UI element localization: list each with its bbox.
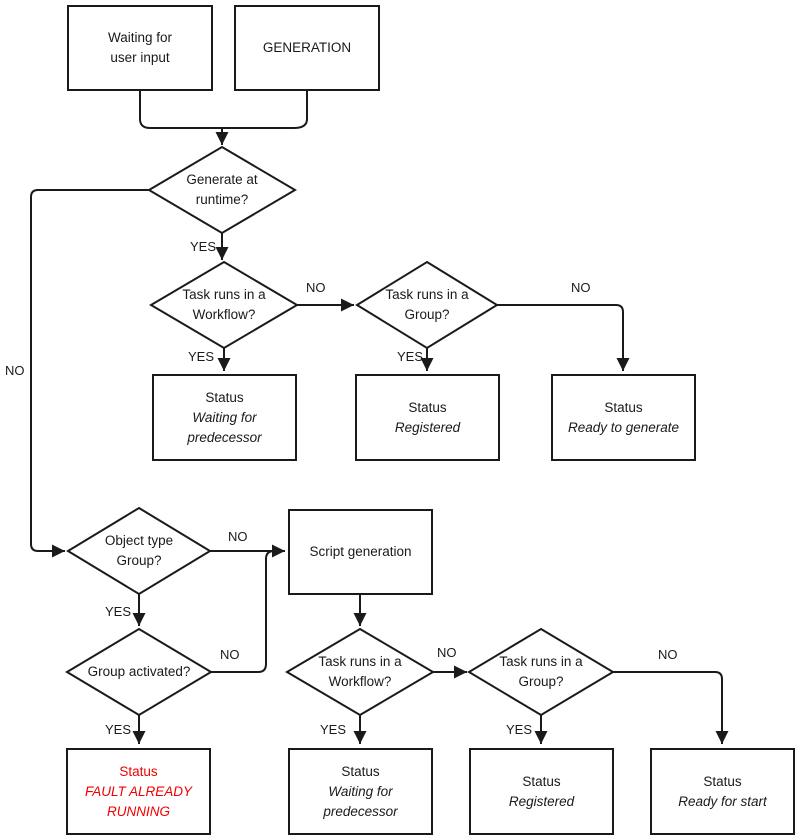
edge-label-groupactivated-yes: YES (105, 722, 132, 737)
diamond-task-runs-workflow-1 (149, 260, 299, 350)
label-task-runs-workflow-2: Task runs in a Workflow? (318, 654, 402, 689)
edge-runtime-no (30, 189, 149, 558)
status-value: predecessor (187, 429, 262, 445)
status-value: Registered (508, 793, 575, 809)
node-line: Waiting for (107, 30, 173, 45)
status-title: Status (703, 773, 742, 789)
edge-label-group2-yes: YES (506, 722, 533, 737)
label-group-activated: Group activated? (87, 664, 191, 679)
diamond-task-runs-group-1 (355, 260, 499, 350)
node-generation: GENERATION (234, 5, 380, 91)
diamond-generate-at-runtime (147, 145, 297, 235)
status-value: Registered (394, 419, 461, 435)
status-title: Status (341, 763, 380, 779)
edge-group2-no (613, 671, 729, 744)
status-title: Status (604, 399, 643, 415)
node-waiting-for-user-input: Waiting for user input (67, 5, 213, 91)
diamond-task-runs-group-2 (467, 627, 615, 717)
edge-label-objectgroup-no: NO (228, 529, 248, 544)
node-line: user input (110, 50, 170, 65)
node-line: Script generation (309, 544, 412, 559)
status-value: FAULT ALREADY (84, 783, 193, 799)
edge-label-workflow2-no: NO (437, 645, 457, 660)
node-status-fault-already-running: Status FAULT ALREADY RUNNING (66, 748, 211, 835)
label-object-type-group: Object type Group? (104, 533, 174, 568)
node-line: GENERATION (262, 40, 352, 55)
edge-label-workflow2-yes: YES (320, 722, 347, 737)
status-value: RUNNING (107, 803, 170, 819)
label-task-runs-workflow-1: Task runs in a Workflow? (182, 287, 266, 322)
diamond-object-type-group (66, 506, 212, 596)
status-title: Status (408, 399, 447, 415)
edge-label-groupactivated-no: NO (220, 647, 240, 662)
edge-label-runtime-yes: YES (190, 239, 217, 254)
node-status-registered-1: Status Registered (355, 374, 500, 461)
edge-start-merge (139, 91, 308, 129)
edge-label-workflow1-no: NO (306, 280, 326, 295)
status-value: predecessor (323, 803, 398, 819)
node-status-ready-for-start: Status Ready for start (650, 748, 795, 835)
edge-group1-no (497, 304, 630, 371)
status-title: Status (119, 763, 158, 779)
diamond-task-runs-workflow-2 (285, 627, 435, 717)
status-title: Status (205, 389, 244, 405)
diamond-group-activated (65, 627, 213, 717)
edge-groupactivated-no (211, 550, 279, 673)
status-value: Waiting for (328, 783, 393, 799)
node-script-generation: Script generation (288, 509, 433, 595)
node-status-ready-to-generate: Status Ready to generate (551, 374, 696, 461)
label-generate-at-runtime: Generate at runtime? (186, 172, 258, 207)
edge-label-group2-no: NO (658, 647, 678, 662)
status-value: Waiting for (192, 409, 257, 425)
edge-label-group1-yes: YES (397, 349, 424, 364)
edge-label-group1-no: NO (571, 280, 591, 295)
edge-label-objectgroup-yes: YES (105, 604, 132, 619)
edge-label-runtime-no: NO (5, 363, 25, 378)
label-task-runs-group-1: Task runs in a Group? (385, 287, 469, 322)
node-status-registered-2: Status Registered (469, 748, 614, 835)
status-value: Ready to generate (567, 419, 680, 435)
label-task-runs-group-2: Task runs in a Group? (499, 654, 583, 689)
node-status-waiting-predecessor-1: Status Waiting for predecessor (152, 374, 297, 461)
status-title: Status (522, 773, 561, 789)
edge-label-workflow1-yes: YES (188, 349, 215, 364)
status-value: Ready for start (678, 793, 767, 809)
node-status-waiting-predecessor-2: Status Waiting for predecessor (288, 748, 433, 835)
